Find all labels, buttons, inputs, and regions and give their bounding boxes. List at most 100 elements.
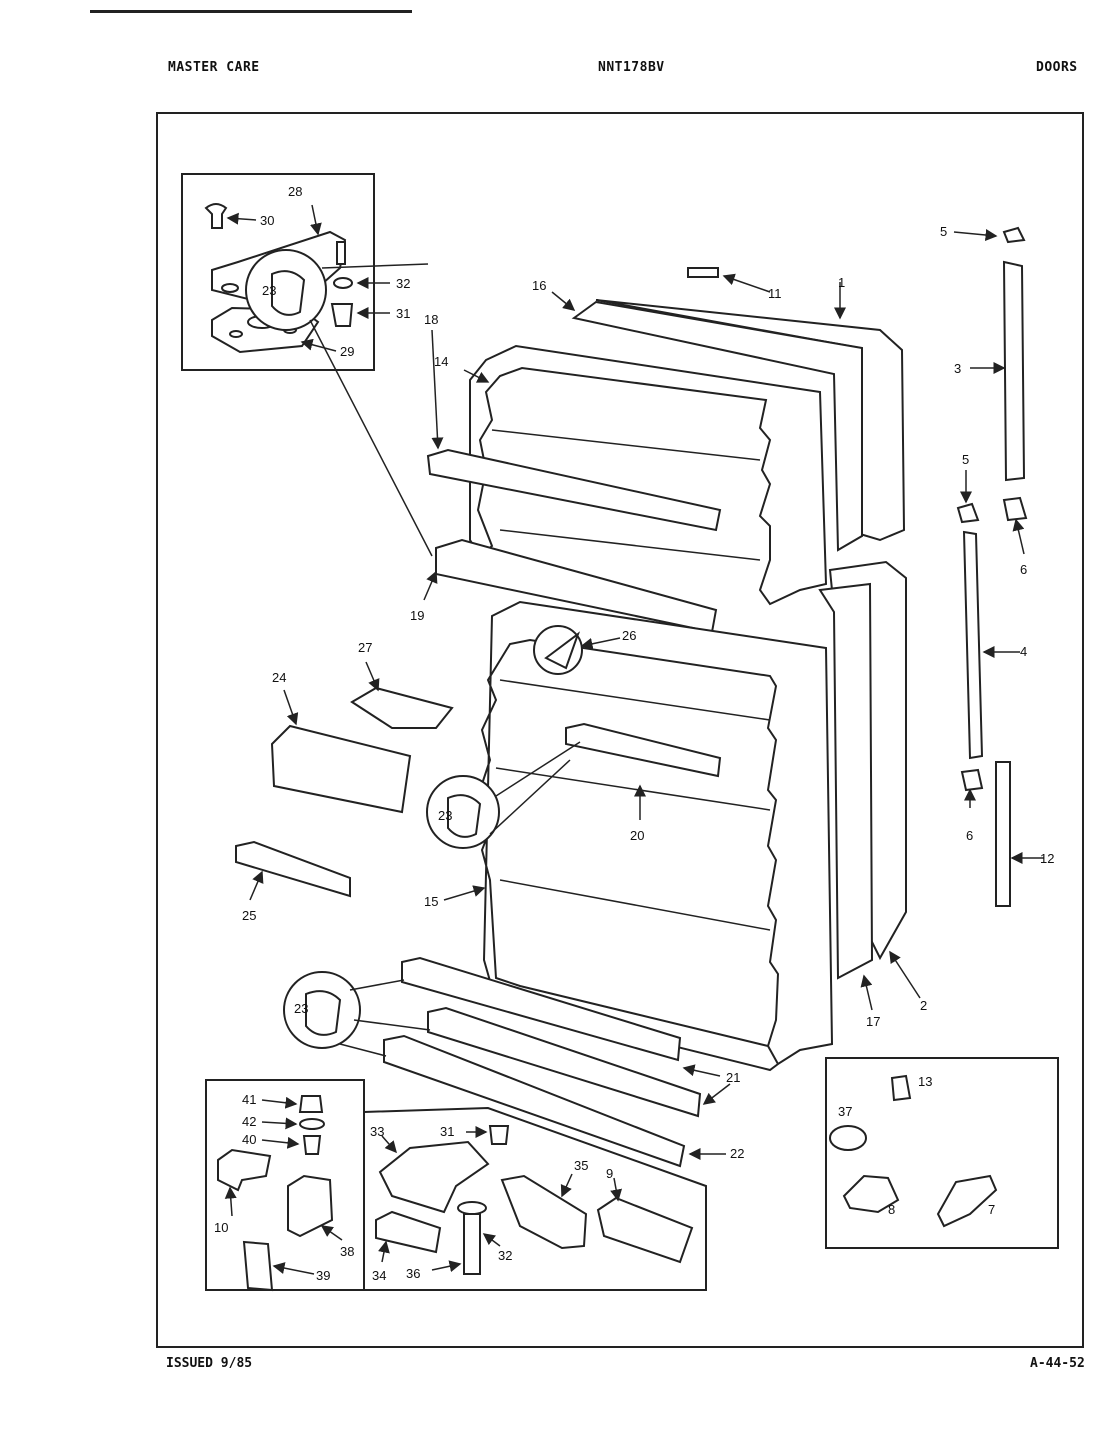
plug-37	[829, 1125, 867, 1151]
label-14: 14	[434, 354, 448, 369]
label-28: 28	[288, 184, 302, 199]
label-23-middle: 23	[438, 808, 452, 823]
label-23-lower: 23	[294, 1001, 308, 1016]
label-38: 38	[340, 1244, 354, 1259]
part-40	[302, 1135, 322, 1155]
label-30: 30	[260, 213, 274, 228]
hinge-pin	[336, 241, 346, 265]
shelf-rail-20	[565, 722, 722, 778]
label-19: 19	[410, 608, 424, 623]
label-3: 3	[954, 361, 961, 376]
diagram-frame	[156, 112, 1084, 1348]
freezer-gasket	[571, 300, 863, 552]
footer-page-code: A-44-52	[1030, 1356, 1085, 1371]
cap-8	[842, 1174, 900, 1214]
label-4: 4	[1020, 644, 1027, 659]
bushing-31-lower	[488, 1125, 510, 1145]
plate-39	[242, 1240, 274, 1292]
cap-6-top	[1002, 496, 1028, 522]
cap-5	[956, 502, 980, 524]
screw-30	[204, 203, 228, 229]
fresh-food-door-assembly	[383, 560, 907, 1168]
label-23-upper: 23	[262, 283, 276, 298]
center-hinge-detail-box	[363, 1106, 707, 1291]
label-21: 21	[726, 1070, 740, 1085]
freezer-door-liner	[469, 344, 828, 606]
label-10: 10	[214, 1220, 228, 1235]
label-39: 39	[316, 1268, 330, 1283]
label-32-lower: 32	[498, 1248, 512, 1263]
trim-12	[995, 761, 1011, 907]
label-12: 12	[1040, 851, 1054, 866]
label-15: 15	[424, 894, 438, 909]
shelf-rail-21b	[427, 1006, 702, 1118]
label-25: 25	[242, 908, 256, 923]
header-section: DOORS	[1036, 60, 1078, 75]
hinge-33	[378, 1140, 490, 1214]
label-20: 20	[630, 828, 644, 843]
part-41	[298, 1095, 324, 1113]
part-27	[350, 686, 454, 729]
label-5: 5	[962, 452, 969, 467]
top-rule	[90, 10, 412, 13]
label-5-top: 5	[940, 224, 947, 239]
label-6: 6	[966, 828, 973, 843]
label-2: 2	[920, 998, 927, 1013]
detail-callouts	[245, 249, 583, 1057]
part-11	[687, 267, 719, 278]
label-22: 22	[730, 1146, 744, 1161]
label-37: 37	[838, 1104, 852, 1119]
label-26: 26	[622, 628, 636, 643]
label-1: 1	[838, 275, 845, 290]
cap-5-top	[1002, 226, 1026, 244]
header-model-number: NNT178BV	[598, 60, 665, 75]
header-brand: MASTER CARE	[168, 60, 260, 75]
shelf-rail-19	[435, 538, 718, 634]
label-36: 36	[406, 1266, 420, 1281]
plate-34	[375, 1210, 442, 1254]
shelf-rail-22	[383, 1034, 686, 1168]
washer-42	[299, 1118, 325, 1130]
label-17: 17	[866, 1014, 880, 1029]
plug-13	[890, 1074, 912, 1102]
bracket-9	[596, 1196, 694, 1264]
label-7: 7	[988, 1202, 995, 1217]
label-31: 31	[396, 306, 410, 321]
freezer-door-assembly	[426, 267, 906, 634]
label-24: 24	[272, 670, 286, 685]
footer-issued-date: ISSUED 9/85	[166, 1356, 253, 1371]
fresh-food-gasket	[818, 582, 874, 980]
callout-labels: 1 2 3 4 5 5 6 6 7 8 9 10 11 12 13 14 15 …	[214, 184, 1054, 1283]
loose-parts	[235, 226, 1028, 907]
fresh-food-door-liner	[478, 600, 834, 1072]
label-6-top: 6	[1020, 562, 1027, 577]
label-9: 9	[606, 1166, 613, 1181]
label-16: 16	[532, 278, 546, 293]
cap-7	[936, 1174, 998, 1228]
shelf-rail-21a	[401, 956, 682, 1062]
label-27: 27	[358, 640, 372, 655]
part-24	[270, 724, 412, 814]
label-13: 13	[918, 1074, 932, 1089]
trim-parts-detail-box	[825, 1057, 1059, 1249]
label-31-lower: 31	[440, 1124, 454, 1139]
washer-32-lower	[457, 1201, 487, 1215]
plate-35	[500, 1174, 588, 1250]
label-34: 34	[372, 1268, 386, 1283]
pin-36	[463, 1213, 481, 1275]
label-35: 35	[574, 1158, 588, 1173]
cap-6	[960, 768, 984, 792]
shelf-rail-18	[426, 448, 722, 532]
label-40: 40	[242, 1132, 256, 1147]
lower-hinge-detail-box	[205, 1079, 365, 1292]
label-11: 11	[768, 286, 782, 301]
label-8: 8	[888, 1202, 895, 1217]
label-18: 18	[424, 312, 438, 327]
label-41: 41	[242, 1092, 256, 1107]
bracket-10	[217, 1148, 272, 1192]
label-33: 33	[370, 1124, 384, 1139]
part-25	[235, 840, 351, 898]
bracket-38	[287, 1174, 334, 1238]
trim-4	[962, 530, 984, 760]
